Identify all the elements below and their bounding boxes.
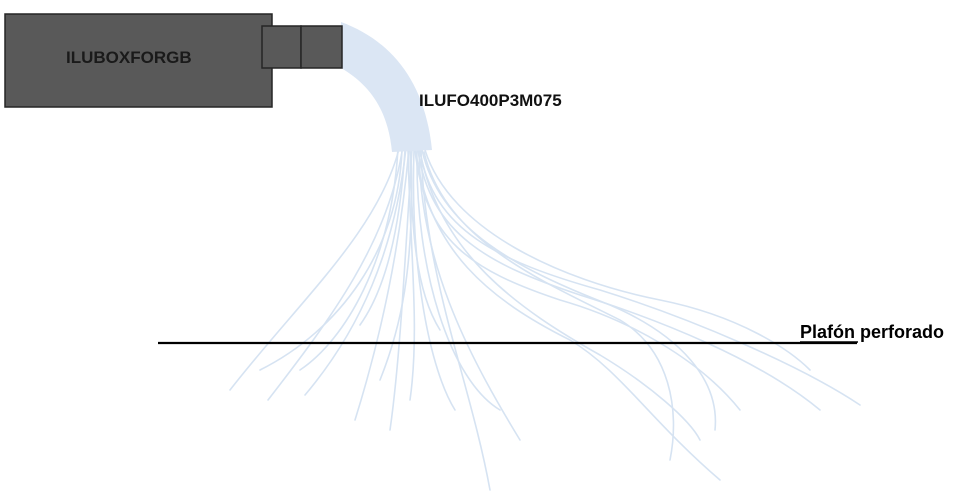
illuminator-label: ILUBOXFORGB (66, 48, 192, 67)
fiber-strand (415, 151, 721, 481)
fiber-strands (229, 144, 861, 491)
fiber-strand (424, 149, 811, 371)
fiber-strand (416, 149, 501, 411)
fiber-strand (419, 151, 701, 441)
fiber-strand (354, 147, 410, 421)
fiber-strand (423, 151, 675, 461)
fiber-strand (299, 147, 399, 371)
connector-block-right (300, 25, 343, 69)
fiber-strand (267, 144, 404, 401)
fiber-strand (407, 149, 416, 401)
fiber-strand (359, 149, 406, 326)
fiber-strand (304, 147, 407, 396)
fiber-strand (417, 149, 821, 411)
ceiling-label: Plafón perforado (800, 322, 944, 342)
fiber-strand (419, 149, 861, 406)
fiber-strand (259, 149, 403, 371)
connector-block-left (261, 25, 302, 69)
fiber-strand (409, 149, 441, 331)
fiber-bundle (341, 22, 432, 152)
fiber-cable-label: ILUFO400P3M075 (419, 91, 562, 110)
fiber-strand (412, 149, 456, 411)
fiber-strand (418, 149, 521, 441)
fiber-strand (229, 144, 401, 391)
fiber-strand (420, 149, 491, 491)
